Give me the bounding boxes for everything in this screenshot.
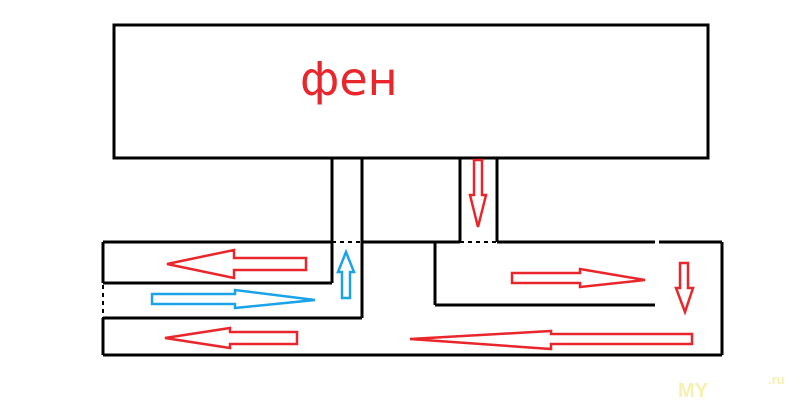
arrow-right-icon: [510, 267, 646, 289]
left-duct: [330, 158, 364, 318]
arrow-left-icon: [164, 326, 299, 350]
arrow-up-icon: [336, 248, 356, 300]
arrow-left-icon: [409, 329, 694, 351]
hairdryer-body: [112, 23, 710, 160]
watermark: MY: [678, 380, 708, 402]
watermark-suffix: .ru: [768, 372, 785, 387]
hairdryer-label: фен: [300, 52, 398, 106]
right-duct: [458, 158, 499, 243]
arrow-down-icon: [468, 158, 488, 228]
lower-chamber: [101, 240, 724, 357]
arrow-right-icon: [150, 288, 316, 310]
arrow-down-icon: [674, 261, 695, 316]
arrow-left-icon: [166, 248, 308, 280]
